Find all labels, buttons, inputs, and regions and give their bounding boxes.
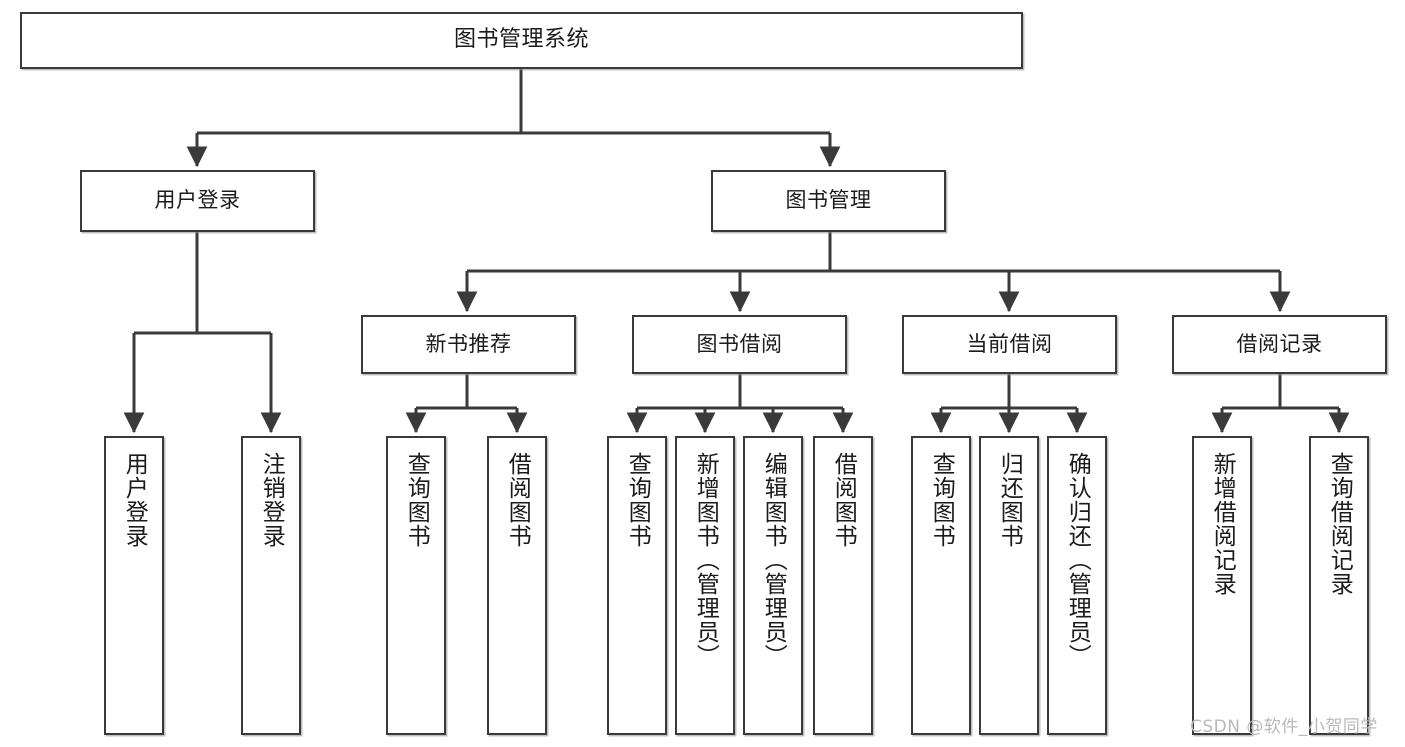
node-label: 用户登录: [121, 452, 148, 548]
node-label: 确认归还（管理员）: [1064, 452, 1091, 668]
node-book-borrow[interactable]: 图书借阅: [632, 315, 847, 374]
leaf-current-borrow-return[interactable]: 归还图书: [979, 436, 1039, 735]
node-label: 编辑图书（管理员）: [760, 452, 787, 668]
leaf-book-borrow-edit[interactable]: 编辑图书（管理员）: [743, 436, 803, 735]
node-label: 查询图书: [624, 452, 651, 548]
node-label: 新增图书（管理员）: [692, 452, 719, 668]
node-label: 查询图书: [403, 452, 430, 548]
leaf-borrow-record-add[interactable]: 新增借阅记录: [1192, 436, 1252, 735]
leaf-current-borrow-query[interactable]: 查询图书: [911, 436, 971, 735]
leaf-borrow-record-query[interactable]: 查询借阅记录: [1309, 436, 1369, 735]
node-label: 归还图书: [996, 452, 1023, 548]
leaf-user-login-login[interactable]: 用户登录: [104, 436, 164, 735]
node-label: 图书借阅: [696, 331, 783, 356]
node-label: 查询借阅记录: [1326, 452, 1353, 596]
leaf-book-borrow-query[interactable]: 查询图书: [607, 436, 667, 735]
node-label: 查询图书: [928, 452, 955, 548]
leaf-user-login-logout[interactable]: 注销登录: [241, 436, 301, 735]
node-new-book-recommend[interactable]: 新书推荐: [361, 315, 576, 374]
node-label: 借阅图书: [830, 452, 857, 548]
node-label: 图书管理: [785, 188, 872, 213]
node-book-management[interactable]: 图书管理: [711, 170, 946, 232]
node-label: 借阅记录: [1236, 331, 1323, 356]
node-borrow-record[interactable]: 借阅记录: [1172, 315, 1387, 374]
node-label: 借阅图书: [504, 452, 531, 548]
leaf-new-book-borrow[interactable]: 借阅图书: [487, 436, 547, 735]
node-label: 注销登录: [258, 452, 285, 548]
leaf-current-borrow-confirm-return[interactable]: 确认归还（管理员）: [1047, 436, 1107, 735]
node-label: 当前借阅: [966, 331, 1053, 356]
node-label: 图书管理系统: [453, 27, 589, 53]
node-label: 新书推荐: [425, 331, 512, 356]
node-label: 用户登录: [154, 188, 241, 213]
leaf-new-book-query[interactable]: 查询图书: [386, 436, 446, 735]
node-current-borrow[interactable]: 当前借阅: [902, 315, 1117, 374]
node-user-login[interactable]: 用户登录: [80, 170, 315, 232]
node-root-system[interactable]: 图书管理系统: [20, 12, 1023, 69]
leaf-book-borrow-borrow[interactable]: 借阅图书: [813, 436, 873, 735]
node-label: 新增借阅记录: [1209, 452, 1236, 596]
leaf-book-borrow-add[interactable]: 新增图书（管理员）: [675, 436, 735, 735]
